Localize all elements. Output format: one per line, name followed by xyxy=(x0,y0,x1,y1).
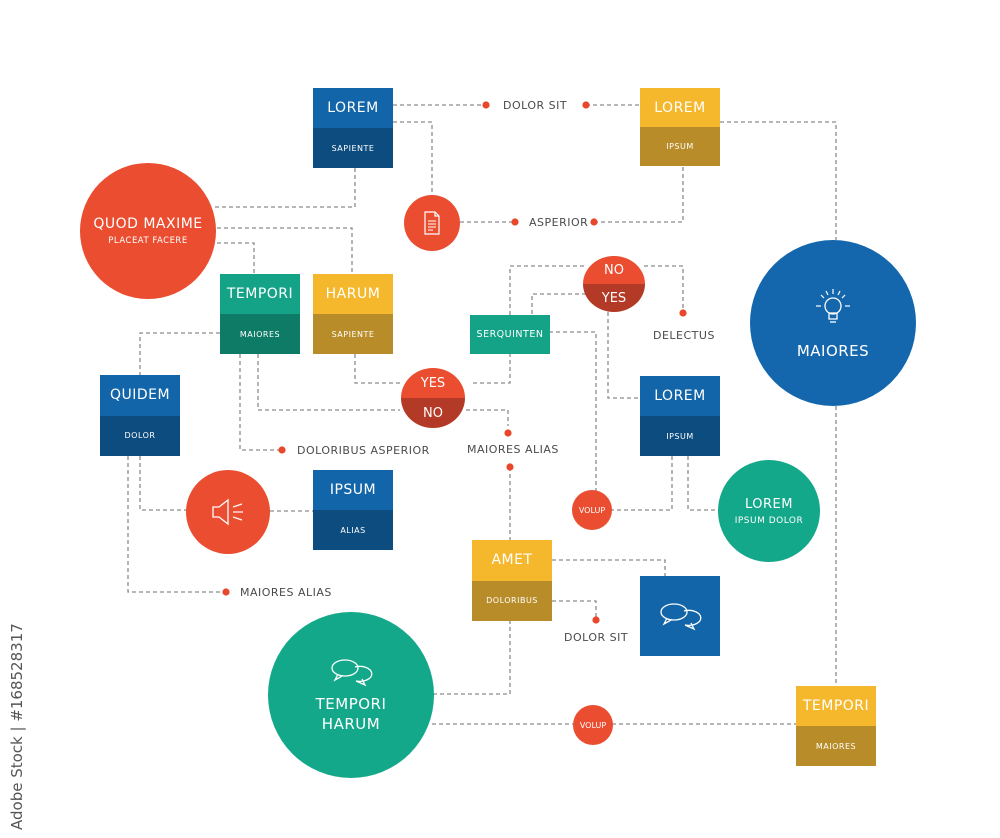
box-title: AMET xyxy=(472,540,552,581)
lorem-sapiente-box[interactable]: LOREM SAPIENTE xyxy=(313,88,393,168)
quidem-dolor-box[interactable]: QUIDEM DOLOR xyxy=(100,375,180,456)
maiores-alias-label-bottom: MAIORES ALIAS xyxy=(240,586,332,599)
box-title: TEMPORI xyxy=(796,686,876,726)
box-title: LOREM xyxy=(640,88,720,127)
box-subtitle: SAPIENTE xyxy=(313,128,393,168)
box-title: HARUM xyxy=(313,274,393,314)
document-circle[interactable] xyxy=(404,195,460,251)
document-icon xyxy=(422,211,442,235)
decision-no: NO xyxy=(583,256,645,284)
circle-title-line1: TEMPORI xyxy=(315,695,387,713)
amet-doloribus-box[interactable]: AMET DOLORIBUS xyxy=(472,540,552,621)
tempori-maiores-box-bottom[interactable]: TEMPORI MAIORES xyxy=(796,686,876,766)
decision-yes: YES xyxy=(401,368,465,398)
asperior-label: ASPERIOR xyxy=(529,216,589,229)
doloribus-asperior-label: DOLORIBUS ASPERIOR xyxy=(297,444,430,457)
box-subtitle: MAIORES xyxy=(796,726,876,766)
lorem-ipsum-box-yellow[interactable]: LOREM IPSUM xyxy=(640,88,720,166)
circle-title: QUOD MAXIME xyxy=(93,216,203,232)
speaker-icon xyxy=(210,498,246,526)
box-subtitle: IPSUM xyxy=(640,416,720,456)
serquinten-box[interactable]: SERQUINTEN xyxy=(470,315,550,354)
circle-title: LOREM xyxy=(745,496,793,512)
box-subtitle: SAPIENTE xyxy=(313,314,393,354)
maiores-circle[interactable]: MAIORES xyxy=(750,240,916,406)
tempori-harum-circle[interactable]: TEMPORI HARUM xyxy=(268,612,434,778)
yes-no-decision[interactable]: YES NO xyxy=(401,368,465,428)
quod-maxime-circle[interactable]: QUOD MAXIME PLACEAT FACERE xyxy=(80,163,216,299)
tempori-maiores-box[interactable]: TEMPORI MAIORES xyxy=(220,274,300,354)
chat-bubbles-icon xyxy=(329,657,373,687)
box-subtitle: MAIORES xyxy=(220,314,300,354)
volup-circle-mid[interactable]: VOLUP xyxy=(572,490,612,530)
circle-title: MAIORES xyxy=(796,342,870,360)
circle-subtitle: IPSUM DOLOR xyxy=(734,515,804,526)
box-subtitle: IPSUM xyxy=(640,127,720,166)
no-yes-decision[interactable]: NO YES xyxy=(583,256,645,312)
stock-watermark: Adobe Stock | #168528317 xyxy=(8,623,26,830)
box-subtitle: DOLORIBUS xyxy=(472,580,552,621)
lightbulb-icon xyxy=(811,286,855,326)
speaker-circle[interactable] xyxy=(186,470,270,554)
lorem-ipsum-box-blue[interactable]: LOREM IPSUM xyxy=(640,376,720,456)
box-subtitle: ALIAS xyxy=(313,510,393,550)
dolor-sit-label: DOLOR SIT xyxy=(503,99,568,112)
harum-sapiente-box[interactable]: HARUM SAPIENTE xyxy=(313,274,393,354)
ipsum-alias-box[interactable]: IPSUM ALIAS xyxy=(313,470,393,550)
lorem-ipsum-dolor-circle[interactable]: LOREM IPSUM DOLOR xyxy=(718,460,820,562)
chat-box[interactable] xyxy=(640,576,720,656)
box-title: IPSUM xyxy=(313,470,393,510)
volup-circle-bottom[interactable]: VOLUP xyxy=(573,705,613,745)
box-title: LOREM xyxy=(313,88,393,128)
circle-subtitle: PLACEAT FACERE xyxy=(108,236,188,246)
chat-bubbles-icon xyxy=(658,601,702,631)
box-subtitle: DOLOR xyxy=(100,415,180,456)
decision-no: NO xyxy=(401,398,465,428)
maiores-alias-label: MAIORES ALIAS xyxy=(467,443,559,456)
dolor-sit-label-bottom: DOLOR SIT xyxy=(564,631,629,644)
delectus-label: DELECTUS xyxy=(653,329,715,342)
decision-yes: YES xyxy=(583,284,645,312)
box-title: QUIDEM xyxy=(100,375,180,416)
box-title: LOREM xyxy=(640,376,720,416)
circle-title-line2: HARUM xyxy=(321,715,381,733)
box-title: TEMPORI xyxy=(220,274,300,314)
